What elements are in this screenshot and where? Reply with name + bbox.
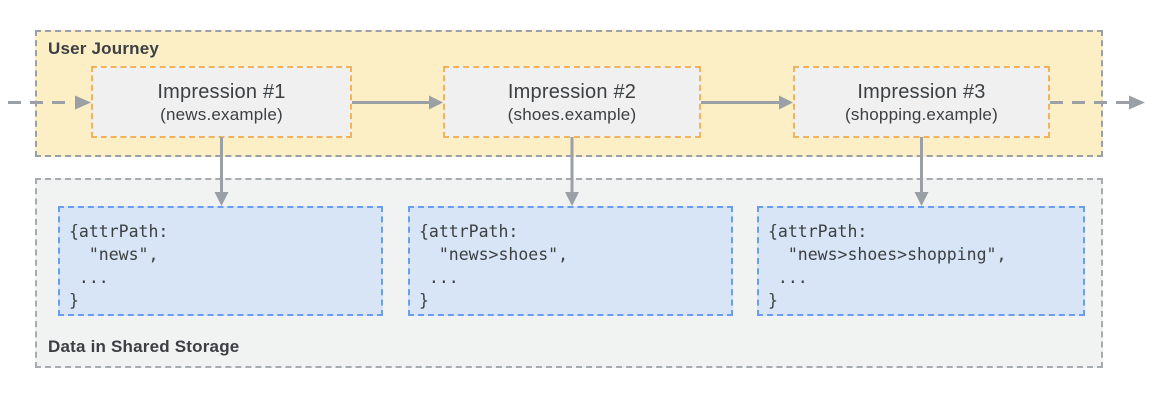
impression-domain: (shoes.example): [507, 104, 637, 124]
storage-entry-code: {attrPath: "news>shoes", ... }: [419, 222, 569, 310]
user-journey-label: User Journey: [48, 39, 160, 58]
impression-title: Impression #3: [857, 80, 986, 103]
storage-entry-box-3: {attrPath: "news>shoes>shopping", ... }: [757, 206, 1085, 316]
impression-box-1: Impression #1 (news.example): [91, 66, 352, 138]
impression-domain: (shopping.example): [845, 104, 998, 124]
storage-entry-code: {attrPath: "news>shoes>shopping", ... }: [768, 222, 1007, 310]
arrowhead-right-icon: [1129, 95, 1145, 110]
impression-box-3: Impression #3 (shopping.example): [793, 66, 1050, 138]
impression-domain: (news.example): [160, 104, 283, 124]
storage-entry-box-1: {attrPath: "news", ... }: [58, 206, 383, 316]
shared-storage-label: Data in Shared Storage: [48, 337, 240, 356]
impression-title: Impression #2: [507, 80, 637, 103]
storage-entry-code: {attrPath: "news", ... }: [69, 222, 169, 310]
storage-entry-box-2: {attrPath: "news>shoes", ... }: [408, 206, 733, 316]
impression-title: Impression #1: [157, 80, 286, 103]
impression-box-2: Impression #2 (shoes.example): [443, 66, 701, 138]
